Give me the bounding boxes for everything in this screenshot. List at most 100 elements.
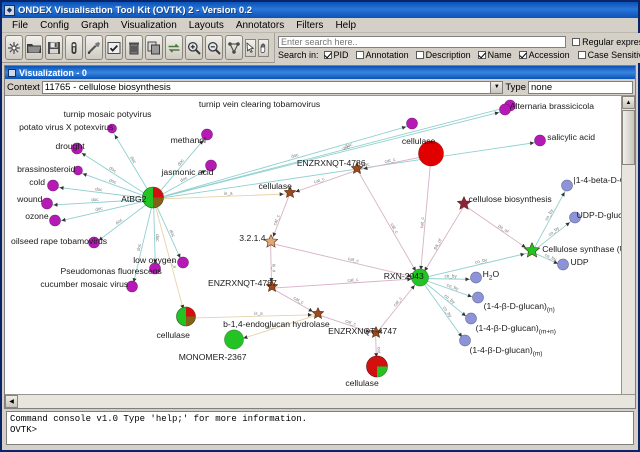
graph-edge[interactable] (153, 110, 505, 200)
menu-visualization[interactable]: Visualization (120, 19, 177, 31)
regular-expression-checkbox[interactable]: Regular express (572, 37, 640, 47)
graph-edge[interactable] (131, 199, 154, 289)
graph-node-node-3214[interactable] (263, 233, 278, 252)
graph-edge[interactable] (93, 198, 154, 245)
context-combobox[interactable]: 11765 - cellulose biosynthesis ▼ (41, 80, 504, 94)
graph-node-enzrxnqt-4787[interactable] (265, 279, 279, 296)
graph-node-atbg2[interactable] (142, 186, 165, 212)
graph-edge[interactable] (464, 204, 533, 253)
graph-node-cellulase-left[interactable] (175, 306, 196, 330)
graph-edge[interactable] (419, 155, 432, 279)
graph-edge[interactable] (185, 314, 319, 319)
graph-edge[interactable] (419, 278, 471, 321)
graph-edge[interactable] (271, 278, 421, 289)
new-graph-button[interactable] (5, 35, 23, 60)
graph-edge[interactable] (153, 106, 511, 200)
search-option-pid[interactable]: PID (323, 50, 349, 60)
search-option-accession-box[interactable] (518, 50, 527, 59)
graph-node-cellulose-synthase[interactable] (523, 241, 541, 262)
graph-edge[interactable] (153, 124, 413, 200)
type-field[interactable]: none (528, 80, 633, 94)
graph-node-glucan-mn[interactable] (464, 312, 477, 327)
menu-help[interactable]: Help (335, 19, 357, 31)
menu-file[interactable]: File (12, 19, 29, 31)
graph-node-cellulase-mid[interactable] (283, 185, 297, 201)
graph-edge[interactable] (357, 154, 432, 171)
canvas-horizontal-scrollbar[interactable]: ◀ (5, 394, 635, 408)
graph-node-jasmonic-acid[interactable] (205, 160, 217, 175)
graph-edge[interactable] (153, 193, 290, 200)
graph-node-pseudomonas-fluorescens[interactable] (176, 256, 189, 271)
graph-node-udp-d-glucose[interactable] (568, 211, 581, 226)
tools-button[interactable] (85, 35, 103, 60)
search-option-pid-box[interactable] (323, 50, 332, 59)
graph-edge[interactable] (55, 198, 154, 223)
search-input[interactable] (278, 35, 567, 48)
graph-node-glucan-m[interactable] (459, 334, 472, 349)
graph-node-oilseed-rape-tobamovirus[interactable] (87, 236, 100, 252)
checklist-button[interactable] (105, 35, 123, 60)
refresh-button[interactable] (165, 35, 183, 60)
zoom-out-button[interactable] (205, 35, 223, 60)
graph-edge[interactable] (419, 278, 478, 300)
graph-edge[interactable] (419, 251, 533, 279)
graph-node-enzrxnqt-4786[interactable] (350, 161, 364, 178)
graph-edge[interactable] (357, 169, 421, 279)
graph-edge[interactable] (531, 186, 568, 253)
graph-node-b14-endoglucan-hydrolase[interactable] (311, 306, 325, 322)
graph-node-wound[interactable] (41, 197, 54, 213)
graph-node-monomer-2367[interactable] (224, 329, 245, 353)
graph-edge[interactable] (153, 199, 187, 319)
graph-node-cold[interactable] (47, 179, 60, 194)
search-option-description[interactable]: Description (415, 50, 471, 60)
fit-graph-button[interactable] (225, 35, 243, 60)
search-option-accession[interactable]: Accession (518, 50, 570, 60)
pointer-tool-button[interactable] (245, 38, 256, 57)
save-button[interactable] (45, 35, 63, 60)
graph-edge[interactable] (419, 278, 466, 343)
graph-node-enzrxnqt-4747[interactable] (369, 325, 383, 342)
graph-edge[interactable] (47, 198, 154, 206)
graph-edge[interactable] (76, 149, 154, 200)
graph-edge[interactable] (153, 198, 184, 264)
graph-node-rxn-2043[interactable] (411, 268, 429, 289)
graph-node-h2o[interactable] (469, 271, 482, 287)
graph-edge[interactable] (153, 135, 208, 200)
graph-node-cellulase-bottom[interactable] (365, 355, 388, 380)
graph-node-alternaria-brassicicola[interactable] (498, 103, 511, 118)
search-option-annotation[interactable]: Annotation (355, 50, 409, 60)
graph-node-drought[interactable] (70, 142, 83, 157)
pan-tool-button[interactable] (258, 38, 269, 57)
copy-button[interactable] (145, 35, 163, 60)
zoom-in-button[interactable] (185, 35, 203, 60)
menu-layouts[interactable]: Layouts (188, 19, 224, 31)
graph-edge[interactable] (289, 169, 358, 195)
graph-edge[interactable] (77, 171, 154, 200)
graph-node-salicylic-acid[interactable] (534, 134, 547, 149)
menu-filters[interactable]: Filters (296, 19, 324, 31)
chevron-down-icon[interactable]: ▼ (490, 81, 503, 93)
graph-node-brassinosteroid[interactable] (72, 165, 83, 178)
graph-node-methanol[interactable] (201, 128, 213, 143)
graph-edge[interactable] (419, 205, 465, 279)
graph-node-potato-virus-x-potexvirus[interactable] (107, 123, 117, 137)
graph-node-udp[interactable] (557, 258, 570, 274)
open-button[interactable] (25, 35, 43, 60)
graph-node-beta-d-glucan-chain[interactable] (561, 179, 574, 194)
graph-node-glucan-n[interactable] (471, 291, 484, 306)
graph-edge[interactable] (317, 314, 376, 335)
graph-edge[interactable] (53, 186, 154, 200)
menu-graph[interactable]: Graph (81, 19, 109, 31)
graph-edge[interactable] (153, 141, 541, 200)
graph-node-cellulose-biosynthesis[interactable] (457, 196, 472, 214)
search-option-name[interactable]: Name (477, 50, 512, 60)
graph-edge[interactable] (152, 199, 156, 270)
regular-expression-checkbox-box[interactable] (572, 37, 581, 46)
command-console[interactable]: Command console v1.0 Type 'help;' for mo… (6, 411, 634, 445)
graph-node-low-oxygen[interactable] (149, 262, 162, 277)
case-sensitive-checkbox-box[interactable] (577, 50, 586, 59)
graph-node-ozone[interactable] (49, 214, 62, 230)
graph-edge[interactable] (111, 130, 154, 200)
menu-config[interactable]: Config (40, 19, 70, 31)
